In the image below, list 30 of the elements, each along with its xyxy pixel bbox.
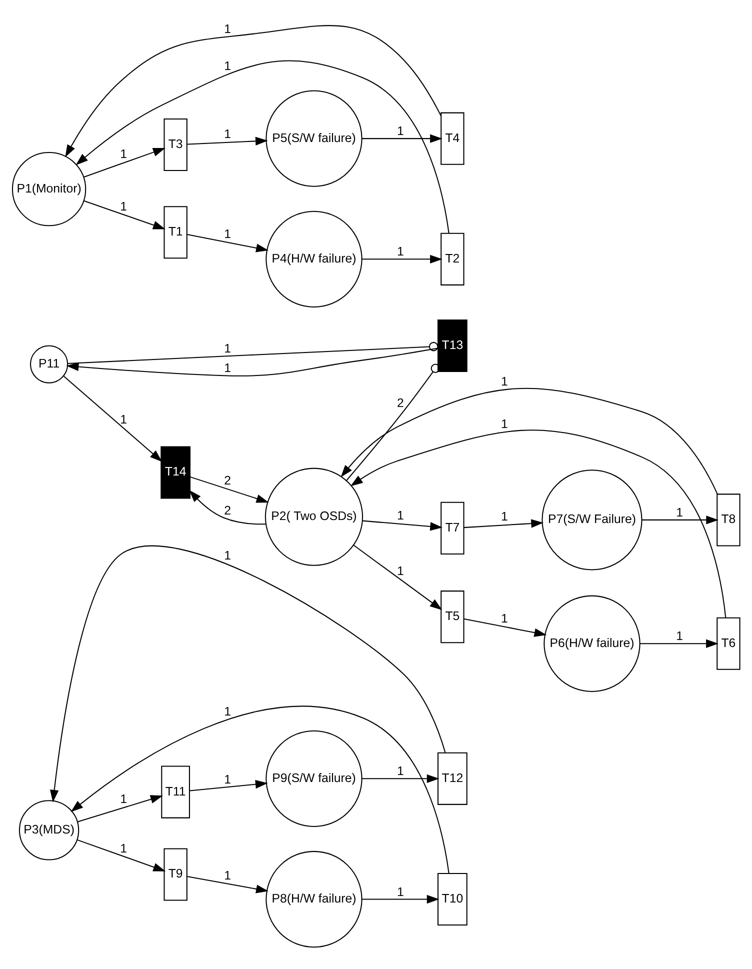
edge-label: 1: [224, 341, 232, 356]
edge-label: 1: [224, 868, 232, 882]
edge-label: 1: [120, 791, 127, 806]
edge-label: 1: [224, 704, 232, 718]
edge-label: 1: [396, 124, 404, 138]
edge-label: 1: [224, 548, 232, 562]
edge-label: 1: [224, 772, 232, 786]
edge-label: 1: [224, 22, 232, 36]
edge-label: 1: [396, 764, 404, 778]
edge-label: 1: [120, 146, 127, 160]
edge-label: 1: [224, 226, 232, 241]
edge-label: 1: [396, 564, 404, 578]
edge-label: 1: [396, 884, 404, 898]
edge-label: 1: [224, 58, 232, 73]
edge-label: 1: [501, 374, 508, 388]
edge-label: 2: [396, 396, 404, 410]
edge-label: 2: [224, 472, 232, 487]
edge-label: 1: [676, 628, 683, 643]
edge-label: 1: [224, 126, 232, 141]
edge-label: 1: [676, 504, 683, 519]
edge-label: 1: [224, 360, 232, 375]
edge-label: 1: [120, 198, 127, 213]
edge-label: 1: [120, 412, 127, 426]
edge-label: 2: [224, 502, 232, 517]
edge-label: 1: [501, 416, 508, 430]
edge-label: 1: [396, 508, 404, 522]
edge-label: 1: [120, 840, 127, 855]
edge-label: 1: [501, 509, 508, 524]
edge-label: 1: [396, 244, 404, 258]
edge-label: 1: [501, 611, 508, 626]
